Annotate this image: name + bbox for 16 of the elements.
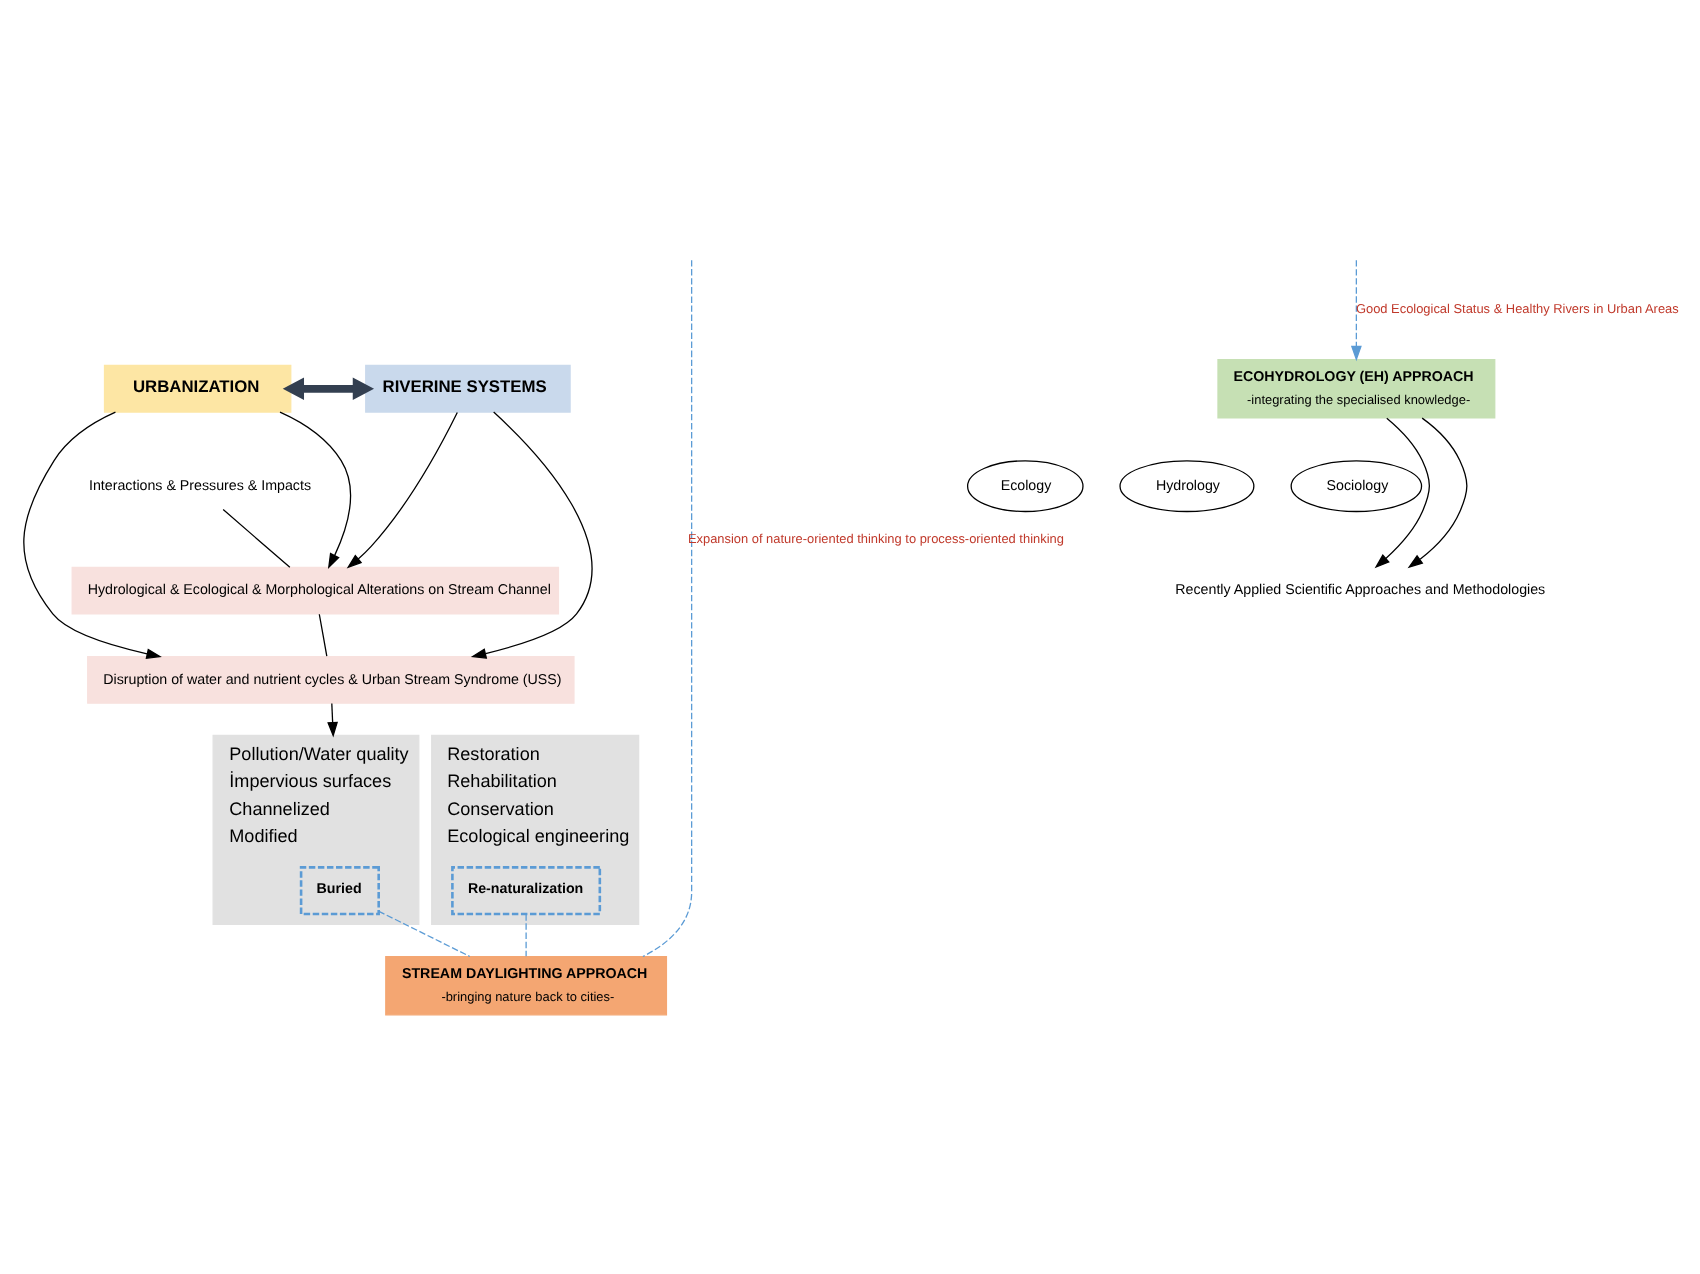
node-box: RIVERINE SYSTEMS (364, 364, 570, 413)
connector (377, 910, 470, 958)
arrow (281, 377, 374, 400)
arrow (345, 411, 457, 569)
arrow (278, 411, 350, 569)
arrow (22, 411, 161, 660)
node-box: URBANIZATION (102, 364, 291, 413)
connector (317, 613, 327, 657)
arrow (469, 411, 592, 659)
arrow (1373, 417, 1429, 569)
connector (641, 259, 692, 958)
connector (524, 913, 526, 957)
arrow (1349, 259, 1361, 362)
connector (221, 508, 290, 568)
arrow (1406, 417, 1467, 569)
arrow (326, 702, 338, 738)
